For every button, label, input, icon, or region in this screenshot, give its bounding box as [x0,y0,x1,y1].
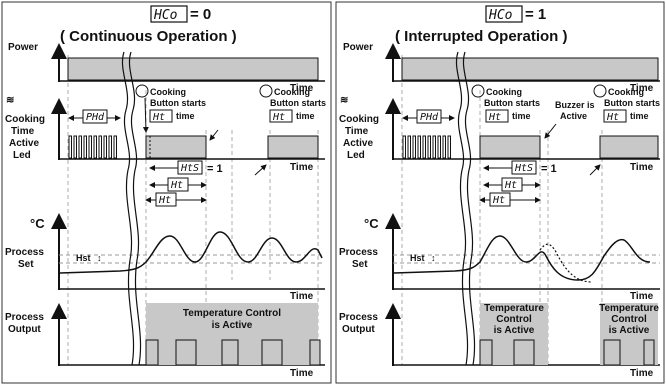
hco-equals: = 1 [525,6,546,23]
led-blink-pulses [402,135,451,159]
cook-button-starts: Button starts [484,98,540,108]
hco-display-box [150,5,188,23]
cook-button-starts-2: Button starts [604,98,660,108]
process-set-label-2: Set [18,259,34,270]
output-pulses [479,339,655,366]
temp-ctrl-label-2: is Active [212,320,253,331]
time-label: Time [290,162,314,173]
process-output-label: Process [5,312,44,323]
temp-ctrl2-label-3: is Active [609,325,650,336]
process-set-label-2: Set [352,259,368,270]
panel-continuous: HCo = 0 ( Continuous Operation ) Power T… [1,1,332,384]
led-label-time: Time [11,126,35,137]
ht-code-3: Ht [170,180,183,191]
output-pulses [145,339,321,366]
temp-ctrl-label: Temperature [484,303,544,314]
hst-label: Hst [76,253,91,263]
cook-button-icon [471,84,485,98]
time-label: Time [630,368,654,379]
process-set-label: Process [339,247,378,258]
process-set-label: Process [5,247,44,258]
ht-code-3: Ht [504,180,517,191]
ht-code: Ht [488,112,501,123]
ht-code-2: Ht [272,112,285,123]
temperature-curve [393,235,651,281]
led-label-active: Active [9,138,39,149]
cook-button-icon [135,84,149,98]
temp-ctrl-label: Temperature Control [183,308,281,319]
led-label-active: Active [343,138,373,149]
hts-equals: = 1 [207,163,223,175]
phd-code: PHd [86,112,105,123]
hco-code: HCo [153,8,178,23]
led-label-led: Led [347,150,365,161]
temp-ctrl-label-2: Control [496,314,532,325]
temperature-curve-dotted [539,243,593,283]
ht-code-2: Ht [606,112,619,123]
cook-button-starts-2: Button starts [270,98,326,108]
power-label: Power [343,42,373,53]
buzzer-active-label: Active [560,111,587,121]
cook-time-label: time [176,111,195,121]
hts-code: HtS [180,163,199,174]
led-label-cooking: Cooking [339,114,379,125]
cook-time-label: time [512,111,531,121]
cook-button-icon-2 [259,84,273,98]
temp-ctrl2-label: Temperature [599,303,659,314]
cook-time-label-2: time [296,111,315,121]
cook-button-icon-2 [593,84,607,98]
temp-ctrl-label-3: is Active [494,325,535,336]
time-label: Time [290,368,314,379]
hco-display-box [485,5,523,23]
ht-code-4: Ht [158,195,171,206]
process-output-label-2: Output [342,324,375,335]
cook-button-label: Cooking [150,87,186,97]
hst-label: Hst [410,253,425,263]
heat-icon: ≋ [340,95,348,106]
time-label: Time [630,162,654,173]
ht-code-4: Ht [492,195,505,206]
process-output-label: Process [339,312,378,323]
hst-arrow-icon: ↕ [431,253,436,263]
time-label: Time [630,291,654,302]
cook-time-label-2: time [630,111,649,121]
cook-button-label-2: Cooking [274,87,310,97]
panel-subtitle: ( Continuous Operation ) [60,28,237,45]
temp-ctrl2-label-2: Control [611,314,647,325]
hst-arrow-icon: ↕ [97,253,102,263]
process-output-label-2: Output [8,324,41,335]
cook-button-label: Cooking [486,87,522,97]
time-label: Time [290,83,314,94]
hco-code: HCo [488,8,513,23]
led-blink-pulses [68,135,117,159]
time-label: Time [290,291,314,302]
panel-interrupted: HCo = 1 ( Interrupted Operation ) Power … [335,1,665,384]
hts-equals: = 1 [541,163,557,175]
hco-equals: = 0 [190,6,211,23]
heat-icon: ≋ [6,95,14,106]
hts-code: HtS [514,163,533,174]
temp-unit: °C [30,216,45,231]
ht-code: Ht [152,112,165,123]
temp-unit: °C [364,216,379,231]
cook-button-label-2: Cooking [608,87,644,97]
temperature-curve [59,231,323,274]
power-label: Power [8,42,38,53]
panel-subtitle: ( Interrupted Operation ) [395,28,568,45]
led-label-led: Led [13,150,31,161]
led-label-time: Time [345,126,369,137]
cook-button-starts: Button starts [150,98,206,108]
time-label: Time [630,83,654,94]
phd-code: PHd [420,112,439,123]
led-label-cooking: Cooking [5,114,45,125]
buzzer-label: Buzzer is [555,100,595,110]
